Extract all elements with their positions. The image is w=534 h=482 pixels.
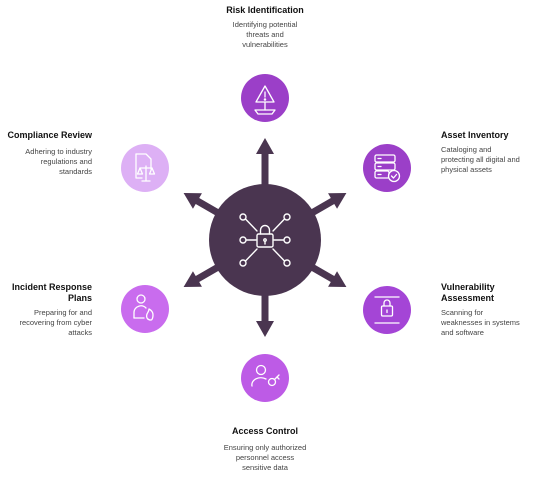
risk-identification-title: Risk Identification [226,5,304,15]
vulnerability-assessment-title: Vulnerability Assessment [441,282,495,303]
compliance-review-title: Compliance Review [7,130,92,140]
vulnerability-assessment-desc: Scanning for weaknesses in systems and s… [441,308,520,337]
asset-inventory-desc: Cataloging and protecting all digital an… [441,145,520,174]
central-hub [209,184,321,296]
asset-inventory-title: Asset Inventory [441,130,509,140]
compliance-review-desc: Adhering to industry regulations and sta… [25,147,92,176]
network-lock-icon [239,213,291,267]
incident-response-desc: Preparing for and recovering from cyber … [19,308,92,337]
document-scales-icon [135,153,156,182]
risk-identification-desc: Identifying potential threats and vulner… [232,20,298,49]
node-access-control [241,354,289,402]
arrow-to-access-control [256,290,274,337]
user-key-icon [251,364,280,387]
incident-response-title: Incident Response Plans [11,282,92,303]
node-incident-response-plans [121,285,169,333]
person-fire-icon [133,294,154,321]
warning-on-ship-icon [254,85,276,115]
server-check-icon [374,154,401,183]
node-vulnerability-assessment [363,286,411,334]
arrow-to-risk-identification [256,138,274,190]
node-asset-inventory [363,144,411,192]
scan-lock-icon [374,296,400,324]
access-control-desc: Ensuring only authorized personnel acces… [223,443,307,472]
node-compliance-review [121,144,169,192]
node-risk-identification [241,74,289,122]
access-control-title: Access Control [231,426,299,436]
